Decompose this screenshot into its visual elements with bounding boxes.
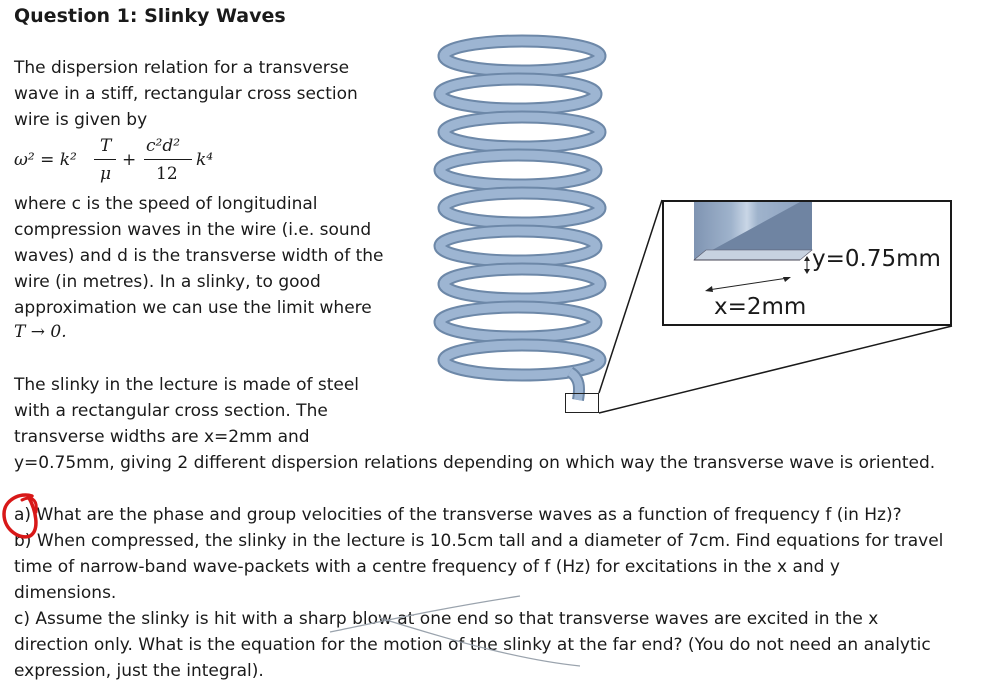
slinky-coil-highlight — [435, 74, 601, 114]
x-dimension-label: x=2mm — [714, 294, 807, 320]
slinky-coil-highlight — [439, 188, 605, 228]
question-b-line1: b) When compressed, the slinky in the le… — [14, 531, 944, 551]
slinky-coil-highlight — [435, 150, 601, 190]
cross-section-selection-box — [565, 393, 599, 413]
slinky-coil-highlight — [439, 36, 605, 76]
equation-c-denominator: 12 — [156, 164, 178, 184]
slinky-paragraph: The slinky in the lecture is made of ste… — [14, 375, 360, 447]
slinky-coil-highlight — [439, 112, 605, 152]
question-b-rest: time of narrow-band wave-packets with a … — [14, 557, 840, 603]
equation-lhs: ω² = k² — [14, 150, 77, 170]
equation-plus: + — [122, 150, 137, 170]
slinky-tail-highlight — [567, 368, 583, 401]
wire-cross-section-drawing — [693, 202, 813, 292]
where-paragraph: where c is the speed of longitudinal com… — [14, 194, 384, 318]
slinky-coil-highlight — [435, 226, 601, 266]
equation-t-denominator: μ — [100, 164, 112, 184]
slinky-coil-highlight — [439, 340, 605, 380]
t-limit: T → 0. — [14, 322, 67, 342]
question-a: a) What are the phase and group velociti… — [14, 505, 902, 525]
slinky-coil-highlight — [439, 264, 605, 304]
slinky-illustration — [433, 34, 607, 401]
slinky-paragraph-end: y=0.75mm, giving 2 different dispersion … — [14, 453, 936, 473]
equation-k4: k⁴ — [196, 150, 214, 170]
slinky-coil-highlight — [435, 302, 601, 342]
dispersion-equation: ω² = k² T μ + c²d² 12 k⁴ — [14, 132, 244, 192]
equation-c-numerator: c²d² — [146, 136, 181, 156]
cross-section-inset: y=0.75mm x=2mm — [662, 200, 952, 326]
intro-paragraph: The dispersion relation for a transverse… — [14, 58, 358, 130]
question-title: Question 1: Slinky Waves — [14, 5, 286, 27]
y-dimension-label: y=0.75mm — [812, 246, 941, 272]
question-c: c) Assume the slinky is hit with a sharp… — [14, 609, 931, 681]
equation-t-numerator: T — [100, 136, 112, 156]
